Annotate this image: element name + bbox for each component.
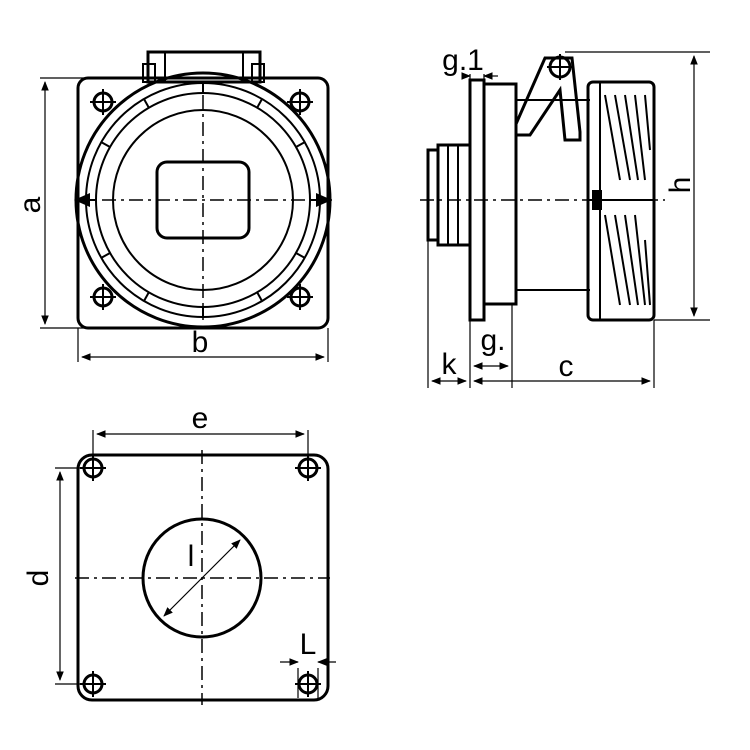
dimension-label-a: a bbox=[14, 196, 47, 213]
cutout-screw-br bbox=[293, 669, 323, 699]
dimension-label-e: e bbox=[192, 402, 209, 435]
dimension-label-g1: g.1 bbox=[442, 44, 484, 77]
dimension-label-b: b bbox=[192, 326, 209, 359]
dimension-label-L: L bbox=[300, 628, 317, 661]
panel-cutout-view: l e d L bbox=[22, 402, 336, 705]
dimension-label-k: k bbox=[442, 348, 458, 381]
side-socket-head bbox=[586, 80, 656, 322]
side-lid bbox=[514, 54, 582, 142]
dimension-label-g: g. bbox=[480, 324, 505, 357]
rear-body bbox=[426, 143, 472, 247]
front-screw-tr bbox=[285, 87, 315, 117]
dimension-label-l: l bbox=[188, 540, 195, 573]
lid-hinge bbox=[142, 50, 265, 84]
cutout-screw-tr bbox=[293, 453, 323, 483]
side-view: g.1 h k g. c bbox=[420, 44, 710, 388]
dimension-label-d: d bbox=[22, 570, 55, 587]
front-screw-br bbox=[285, 282, 315, 312]
cutout-screw-bl bbox=[78, 669, 108, 699]
dimension-label-h: h bbox=[664, 177, 697, 194]
dimension-label-c: c bbox=[559, 350, 574, 383]
front-view: a b bbox=[14, 50, 335, 362]
side-body bbox=[482, 82, 518, 306]
